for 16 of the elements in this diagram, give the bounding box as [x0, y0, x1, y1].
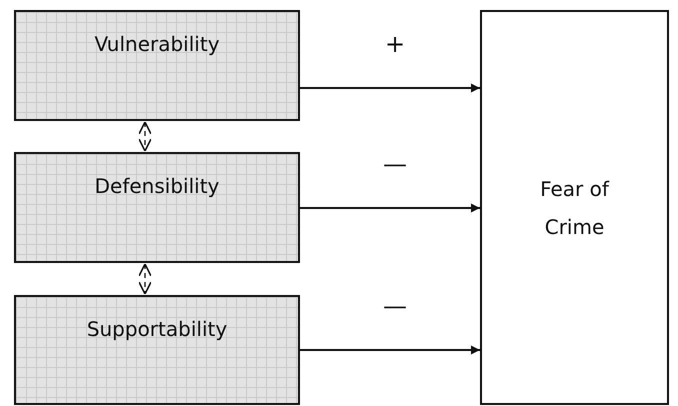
edge-label: —	[383, 152, 407, 176]
arrow	[300, 84, 480, 92]
edge-label: +	[384, 32, 406, 56]
factor-box	[14, 152, 300, 263]
edge-label: —	[383, 294, 407, 318]
node-label: Fear of Crime	[539, 176, 610, 240]
outcome-box	[480, 10, 669, 405]
factor-box	[14, 10, 300, 121]
arrow	[300, 204, 480, 212]
node-label: Supportability	[86, 317, 228, 343]
arrow	[300, 346, 480, 354]
node-label: Defensibility	[94, 174, 220, 200]
factor-box	[14, 295, 300, 405]
node-label: Vulnerability	[94, 32, 220, 58]
arrow	[138, 263, 152, 295]
arrow	[138, 121, 152, 152]
